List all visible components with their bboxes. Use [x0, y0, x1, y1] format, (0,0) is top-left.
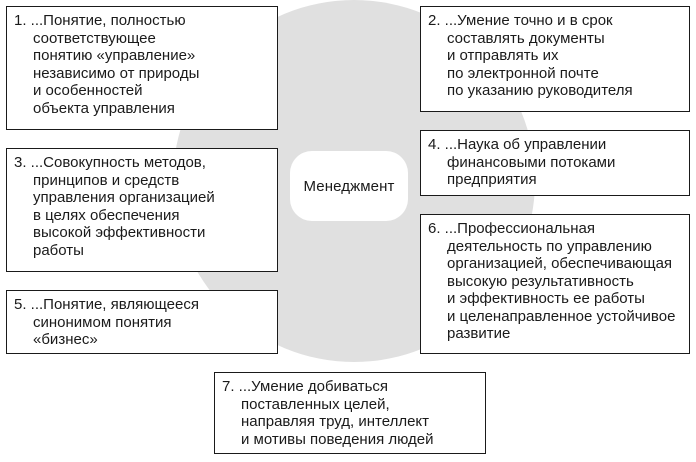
definition-box-2: 2. ...Умение точно и в срок составлять д…: [420, 6, 690, 112]
box-line: и целенаправленное устойчивое: [447, 307, 676, 325]
box-line: и особенностей: [33, 82, 143, 99]
center-label: Менеджмент: [290, 151, 408, 221]
box-line: и отправлять их: [447, 47, 559, 64]
box-line: развитие: [447, 325, 511, 342]
box-line: по электронной почте: [447, 64, 599, 82]
box-line: соответствующее: [33, 29, 156, 47]
box-line: направляя труд, интеллект: [241, 413, 430, 430]
box-line: и эффективность ее работы: [447, 290, 645, 307]
definition-box-3: 3. ...Совокупность методов, принципов и …: [6, 148, 278, 272]
box-line: «бизнес»: [33, 331, 98, 348]
box-line: 4. ...Наука об управлении: [428, 136, 607, 153]
box-line: составлять документы: [447, 29, 605, 47]
box-line: 2. ...Умение точно и в срок: [428, 12, 613, 29]
box-line: объекта управления: [33, 99, 175, 117]
definition-box-6: 6. ...Профессиональная деятельность по у…: [420, 214, 690, 354]
box-line: работы: [33, 241, 84, 259]
box-line: и мотивы поведения людей: [241, 430, 434, 448]
box-line: по указанию руководителя: [447, 82, 633, 99]
box-line: организацией, обеспечивающая: [447, 255, 673, 272]
definition-box-5: 5. ...Понятие, являющееся синонимом поня…: [6, 290, 278, 354]
definition-box-4: 4. ...Наука об управлении финансовыми по…: [420, 130, 690, 196]
box-line: 1. ...Понятие, полностью: [14, 12, 186, 29]
box-line: поставленных целей,: [241, 395, 390, 413]
box-line: 3. ...Совокупность методов,: [14, 154, 206, 171]
box-line: синонимом понятия: [33, 313, 172, 331]
box-line: финансовыми потоками: [447, 153, 616, 171]
definition-box-1: 1. ...Понятие, полностью соответствующее…: [6, 6, 278, 130]
box-line: 6. ...Профессиональная: [428, 220, 595, 237]
box-line: независимо от природы: [33, 64, 200, 82]
box-line: в целях обеспечения: [33, 206, 180, 224]
box-line: 5. ...Понятие, являющееся: [14, 296, 199, 313]
box-line: понятию «управление»: [33, 47, 196, 64]
center-label-text: Менеджмент: [303, 177, 395, 195]
box-line: высокой эффективности: [33, 224, 206, 241]
box-line: высокую результативность: [447, 272, 634, 290]
box-line: 7. ...Умение добиваться: [222, 378, 389, 395]
box-line: управления организацией: [33, 189, 215, 206]
definition-box-7: 7. ...Умение добиваться поставленных цел…: [214, 372, 486, 454]
box-line: предприятия: [447, 171, 537, 188]
box-line: деятельность по управлению: [447, 237, 652, 255]
box-line: принципов и средств: [33, 171, 180, 189]
